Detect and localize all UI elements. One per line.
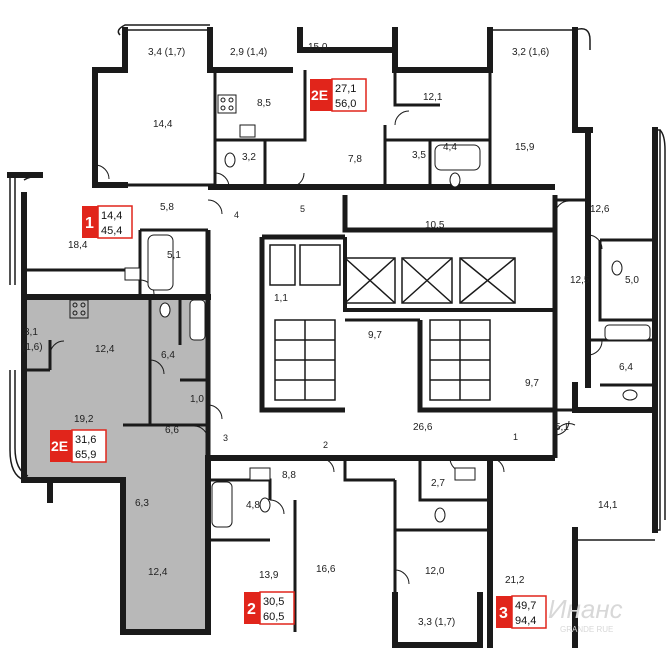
room-area: 8,8 <box>282 470 296 481</box>
svg-text:2E: 2E <box>311 87 328 103</box>
room-area: 3,4 (1,7) <box>148 47 185 58</box>
room-area: 2,9 (1,4) <box>230 47 267 58</box>
watermark-logo: Инанс GRANDE RUE <box>548 594 623 634</box>
room-area: 26,6 <box>413 422 433 433</box>
unit-badge-3[interactable]: 3 49,7 94,4 <box>496 595 547 629</box>
svg-text:1: 1 <box>85 215 94 232</box>
svg-text:Инанс: Инанс <box>548 594 623 624</box>
room-area: 4,4 <box>443 142 457 153</box>
room-area: 3,1 <box>24 327 38 338</box>
svg-text:65,9: 65,9 <box>75 449 96 461</box>
unit-badge-1[interactable]: 1 14,4 45,4 <box>82 205 133 239</box>
exterior-walls <box>7 27 658 648</box>
selected-unit-fill[interactable] <box>24 297 208 632</box>
room-area: 2,7 <box>431 478 445 489</box>
room-area: 3,3 (1,7) <box>418 617 455 628</box>
room-area: 12,4 <box>148 567 168 578</box>
room-area: 15,9 <box>515 142 535 153</box>
room-area: 15,0 <box>308 42 328 53</box>
room-area: 12,0 <box>425 566 445 577</box>
room-area: (1,6) <box>22 342 43 353</box>
room-area: 9,7 <box>368 330 382 341</box>
corridor-marks: 4 5 3 2 1 <box>223 204 518 450</box>
interior-walls <box>24 70 655 632</box>
room-area: 6,6 <box>165 425 179 436</box>
svg-text:30,5: 30,5 <box>263 596 284 608</box>
corridor-mark: 3 <box>223 433 228 443</box>
room-area: 9,7 <box>525 378 539 389</box>
svg-text:3: 3 <box>499 605 508 622</box>
room-area: 3,2 (1,6) <box>512 47 549 58</box>
svg-text:60,5: 60,5 <box>263 611 284 623</box>
room-area: 10,5 <box>425 220 445 231</box>
room-area: 6,4 <box>161 350 175 361</box>
room-area: 12,1 <box>423 92 443 103</box>
svg-text:14,4: 14,4 <box>101 210 122 222</box>
door-arcs <box>49 110 603 585</box>
svg-text:31,6: 31,6 <box>75 434 96 446</box>
room-area: 1,0 <box>190 394 204 405</box>
svg-text:2E: 2E <box>51 438 68 454</box>
corridor-mark: 1 <box>513 432 518 442</box>
room-area: 5,8 <box>160 202 174 213</box>
svg-text:49,7: 49,7 <box>515 600 536 612</box>
room-area: 6,4 <box>619 362 633 373</box>
room-area: 5,1 <box>167 250 181 261</box>
room-area: 19,2 <box>74 414 94 425</box>
svg-text:2: 2 <box>247 601 256 618</box>
unit-badge-2[interactable]: 2 30,5 60,5 <box>244 591 295 625</box>
svg-text:GRANDE RUE: GRANDE RUE <box>560 625 613 634</box>
room-area: 12,5 <box>570 275 590 286</box>
room-area: 18,4 <box>68 240 88 251</box>
room-area: 14,4 <box>153 119 173 130</box>
core-walls <box>205 184 558 461</box>
corridor-mark: 4 <box>234 210 239 220</box>
room-area: 12,6 <box>590 204 610 215</box>
kitchen-hobs <box>69 94 237 319</box>
svg-text:94,4: 94,4 <box>515 615 536 627</box>
sanitary-fixtures <box>124 124 651 528</box>
room-area: 5,0 <box>625 275 639 286</box>
window-bays <box>9 24 666 541</box>
room-area: 3,2 <box>242 152 256 163</box>
room-area: 3,5 <box>412 150 426 161</box>
room-area: 5,1 <box>555 422 569 433</box>
corridor-mark: 5 <box>300 204 305 214</box>
room-area: 8,5 <box>257 98 271 109</box>
room-area: 21,2 <box>505 575 525 586</box>
elevator-shafts <box>269 244 516 401</box>
room-area: 14,1 <box>598 500 618 511</box>
room-area: 1,1 <box>274 293 288 304</box>
room-area: 6,3 <box>135 498 149 509</box>
svg-text:56,0: 56,0 <box>335 98 356 110</box>
svg-text:45,4: 45,4 <box>101 225 122 237</box>
unit-badge-2e-north[interactable]: 2E 27,1 56,0 <box>310 78 367 112</box>
svg-text:27,1: 27,1 <box>335 83 356 95</box>
room-area: 4,8 <box>246 500 260 511</box>
room-area: 12,4 <box>95 344 115 355</box>
unit-badge-2e-west[interactable]: 2E 31,6 65,9 <box>50 429 107 463</box>
corridor-mark: 2 <box>323 440 328 450</box>
room-labels: 3,4 (1,7) 2,9 (1,4) 15,0 3,2 (1,6) 14,4 … <box>22 42 639 628</box>
room-area: 7,8 <box>348 154 362 165</box>
room-area: 16,6 <box>316 564 336 575</box>
room-area: 13,9 <box>259 570 279 581</box>
